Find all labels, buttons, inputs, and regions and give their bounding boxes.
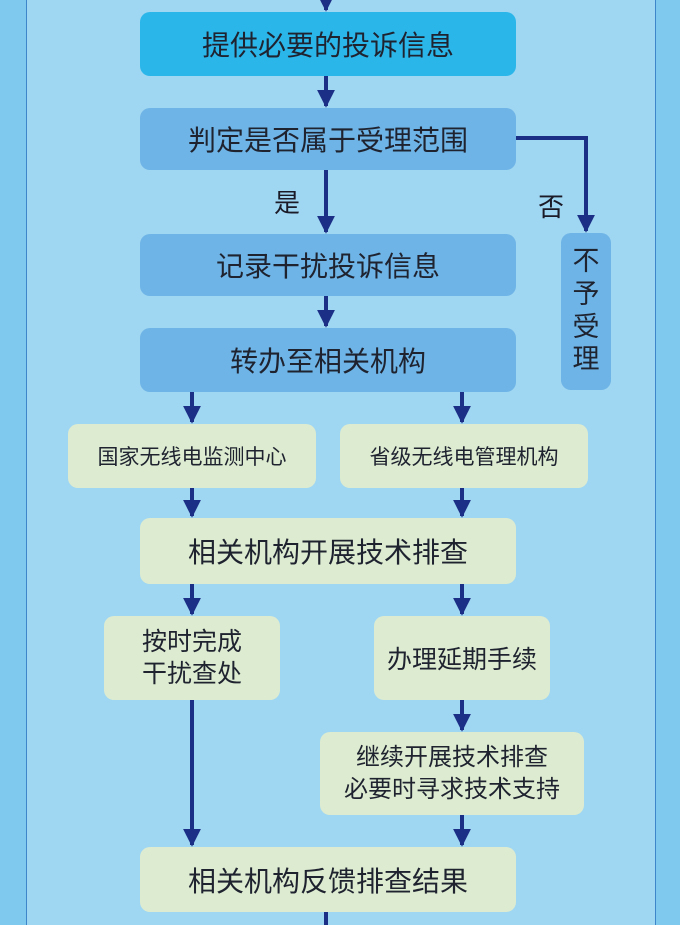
transfer-text: 转办至相关机构: [229, 345, 426, 378]
not-accepted-char-3: 受: [572, 311, 600, 343]
judge-scope-box: 判定是否属于受理范围: [140, 108, 516, 170]
complete-on-time-line-1: 按时完成: [141, 626, 242, 656]
continue-investigation-line-1: 继续开展技术排查: [356, 743, 548, 772]
not-accepted-char-2: 予: [572, 278, 600, 310]
yes-label: 是: [274, 189, 301, 219]
tech-investigation-text: 相关机构开展技术排查: [187, 536, 468, 569]
national-center-box: 国家无线电监测中心: [68, 424, 316, 488]
left-border-band: [0, 0, 27, 925]
not-accepted-char-1: 不: [572, 245, 600, 277]
no-label: 否: [538, 193, 565, 223]
extension-box: 办理延期手续: [374, 616, 550, 700]
judge-scope-text: 判定是否属于受理范围: [187, 124, 468, 157]
arrow-judge-to-not-accepted: [516, 136, 595, 233]
transfer-box: 转办至相关机构: [140, 328, 516, 392]
extension-text: 办理延期手续: [386, 645, 537, 674]
feedback-text: 相关机构反馈排查结果: [187, 864, 468, 898]
continue-investigation-box: 继续开展技术排查 必要时寻求技术支持: [320, 732, 584, 815]
feedback-box: 相关机构反馈排查结果: [140, 847, 516, 912]
national-center-text: 国家无线电监测中心: [97, 445, 287, 469]
provincial-agency-text: 省级无线电管理机构: [369, 445, 559, 469]
right-border-band: [655, 0, 680, 925]
complete-on-time-box: 按时完成 干扰查处: [104, 616, 280, 700]
record-info-box: 记录干扰投诉信息: [140, 234, 516, 296]
provide-info-text: 提供必要的投诉信息: [201, 29, 454, 62]
provincial-agency-box: 省级无线电管理机构: [340, 424, 588, 488]
not-accepted-box: 不 予 受 理: [561, 233, 611, 390]
tech-investigation-box: 相关机构开展技术排查: [140, 518, 516, 584]
continue-investigation-line-2: 必要时寻求技术支持: [344, 774, 560, 803]
provide-info-box: 提供必要的投诉信息: [140, 12, 516, 76]
not-accepted-char-4: 理: [572, 344, 600, 376]
complete-on-time-line-2: 干扰查处: [141, 659, 242, 688]
record-info-text: 记录干扰投诉信息: [215, 250, 440, 283]
